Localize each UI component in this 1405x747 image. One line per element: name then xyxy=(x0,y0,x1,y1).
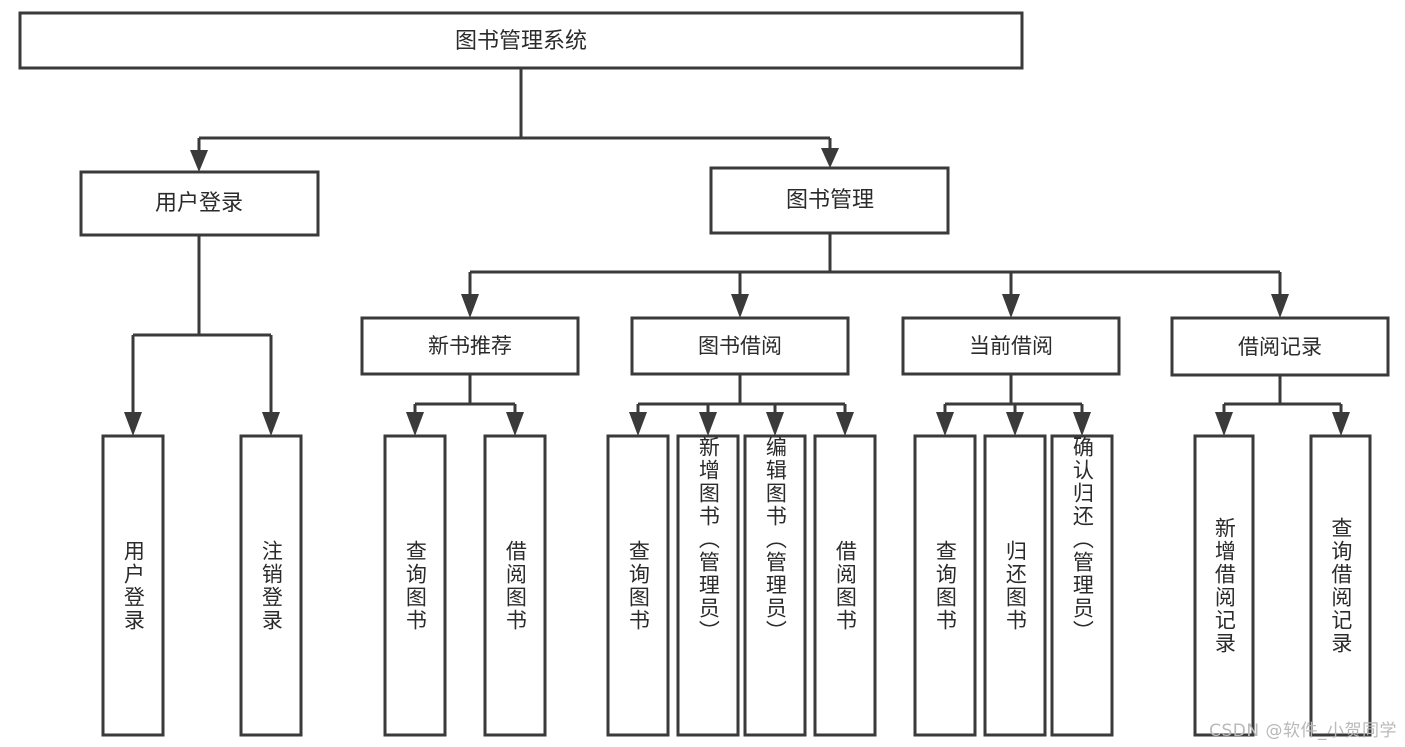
node-book-manage-box[interactable] xyxy=(709,166,950,235)
leaf-current-borrow-1-box[interactable] xyxy=(913,434,977,737)
node-current-borrow[interactable]: 当前借阅 xyxy=(901,316,1121,376)
node-current-borrow-box[interactable] xyxy=(901,316,1121,376)
connectors xyxy=(124,68,1350,436)
arrow-current-leaf-2-icon xyxy=(1006,412,1024,436)
node-user-login[interactable]: 用户登录 xyxy=(79,170,320,237)
node-root-label: 图书管理系统 xyxy=(455,29,587,54)
leaf-borrow-record-1-box[interactable] xyxy=(1193,434,1255,737)
node-new-book-recommend-box[interactable] xyxy=(360,316,580,376)
leaf-new-book-2-box[interactable] xyxy=(483,434,547,737)
node-borrow-record-box[interactable] xyxy=(1170,316,1390,377)
arrow-borrow-leaf-2-icon xyxy=(699,412,717,436)
arrow-borrow-leaf-4-icon xyxy=(836,412,854,436)
leaf-book-borrow-4-box[interactable] xyxy=(813,434,877,737)
arrow-newbook-leaf-1-icon xyxy=(406,412,424,436)
node-book-borrow-box[interactable] xyxy=(630,316,850,376)
node-borrow-record[interactable]: 借阅记录 xyxy=(1170,316,1390,377)
leaf-new-book-1-box[interactable] xyxy=(383,434,447,737)
node-book-manage[interactable]: 图书管理 xyxy=(709,166,950,235)
node-new-book-recommend[interactable]: 新书推荐 xyxy=(360,316,580,376)
arrow-to-book-manage-icon xyxy=(821,148,839,168)
leaf-current-borrow-3-box[interactable] xyxy=(1050,434,1114,737)
arrow-to-user-login-icon xyxy=(190,150,208,172)
arrow-current-leaf-3-icon xyxy=(1073,412,1091,436)
node-user-login-box[interactable] xyxy=(79,170,320,237)
arrow-userlogin-leaf-1-icon xyxy=(124,412,142,436)
arrow-borrow-leaf-1-icon xyxy=(629,412,647,436)
leaf-book-borrow-1-box[interactable] xyxy=(606,434,670,737)
leaf-user-login-2-box[interactable] xyxy=(239,434,303,737)
node-user-login-label: 用户登录 xyxy=(155,191,243,216)
arrow-newbook-leaf-2-icon xyxy=(506,412,524,436)
node-current-borrow-label: 当前借阅 xyxy=(969,334,1053,358)
node-book-borrow-label: 图书借阅 xyxy=(698,334,782,358)
leaf-book-borrow-2-box[interactable] xyxy=(676,434,740,737)
node-new-book-recommend-label: 新书推荐 xyxy=(428,334,512,358)
node-book-manage-label: 图书管理 xyxy=(786,188,874,213)
arrow-borrow-leaf-3-icon xyxy=(766,412,784,436)
arrow-to-record-icon xyxy=(1271,294,1289,318)
arrow-current-leaf-1-icon xyxy=(936,412,954,436)
leaf-user-login-1-box[interactable] xyxy=(101,434,165,737)
arrow-to-borrow-icon xyxy=(731,294,749,318)
node-book-borrow[interactable]: 图书借阅 xyxy=(630,316,850,376)
arrow-record-leaf-2-icon xyxy=(1332,412,1350,436)
arrow-userlogin-leaf-2-icon xyxy=(262,412,280,436)
arrow-record-leaf-1-icon xyxy=(1215,412,1233,436)
arrow-to-new-book-icon xyxy=(461,294,479,318)
node-root[interactable]: 图书管理系统 xyxy=(18,11,1024,70)
leaf-book-borrow-3-box[interactable] xyxy=(743,434,807,737)
node-borrow-record-label: 借阅记录 xyxy=(1238,335,1322,359)
arrow-to-current-icon xyxy=(1002,294,1020,318)
node-root-box[interactable] xyxy=(18,11,1024,70)
leaf-borrow-record-2-box[interactable] xyxy=(1309,434,1372,737)
leaf-current-borrow-2-box[interactable] xyxy=(983,434,1047,737)
csdn-watermark: CSDN @软件_小贺同学 xyxy=(1209,721,1397,741)
